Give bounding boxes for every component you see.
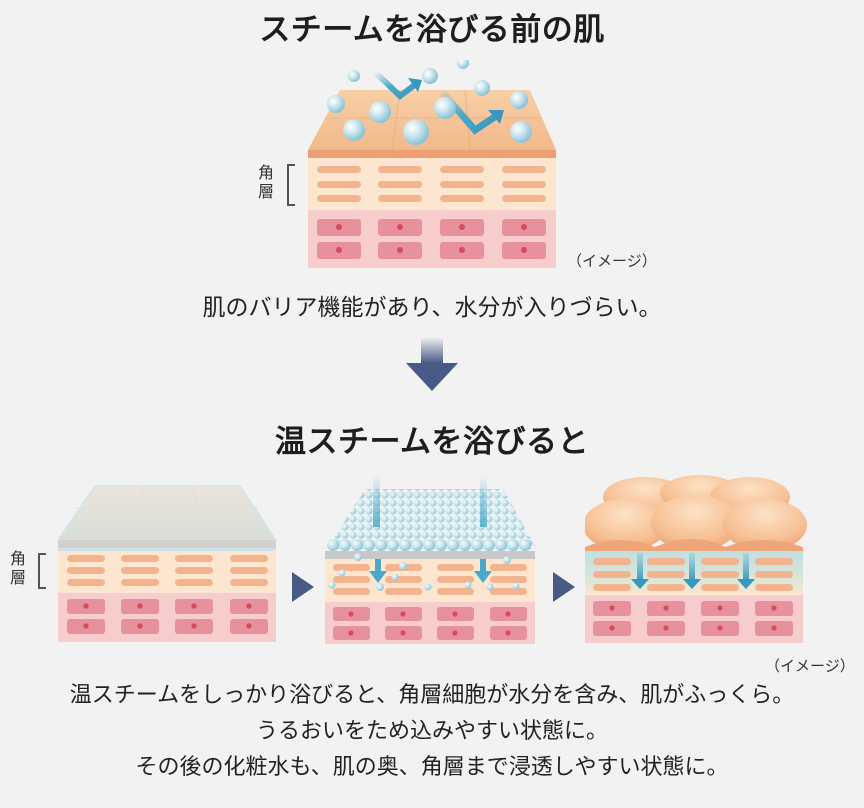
stage-3-plump-skin-illustration [585,475,809,645]
footer-line-3: その後の化粧水も、肌の奥、角層まで浸透しやすい状態に。 [135,755,729,780]
stage-2-steam-penetrating-illustration [325,475,539,645]
section-2-title: 温スチームを浴びると [274,424,590,460]
next-step-arrow-icon-2 [553,572,575,602]
down-arrow-icon [406,337,458,391]
horny-layer-label-2: 角層 [10,549,27,587]
next-step-arrow-icon [292,572,314,602]
footer-line-1: 温スチームをしっかり浴びると、角層細胞が水分を含み、肌がふっくら。 [69,683,795,708]
horny-layer-label: 角層 [258,163,275,201]
section-1-title: スチームを浴びる前の肌 [259,12,605,48]
skin-before-steam-illustration [300,60,565,270]
image-note-2: （イメージ） [765,657,855,675]
horny-layer-bracket-2 [38,553,46,589]
image-note: （イメージ） [567,252,657,270]
footer-description: 温スチームをしっかり浴びると、角層細胞が水分を含み、肌がふっくら。 うるおいをた… [0,678,864,786]
section-1-caption: 肌のバリア機能があり、水分が入りづらい。 [202,295,662,321]
horny-layer-bracket [287,164,295,206]
footer-line-2: うるおいをため込みやすい状態に。 [255,719,608,744]
stage-1-dry-skin-illustration [58,484,280,644]
